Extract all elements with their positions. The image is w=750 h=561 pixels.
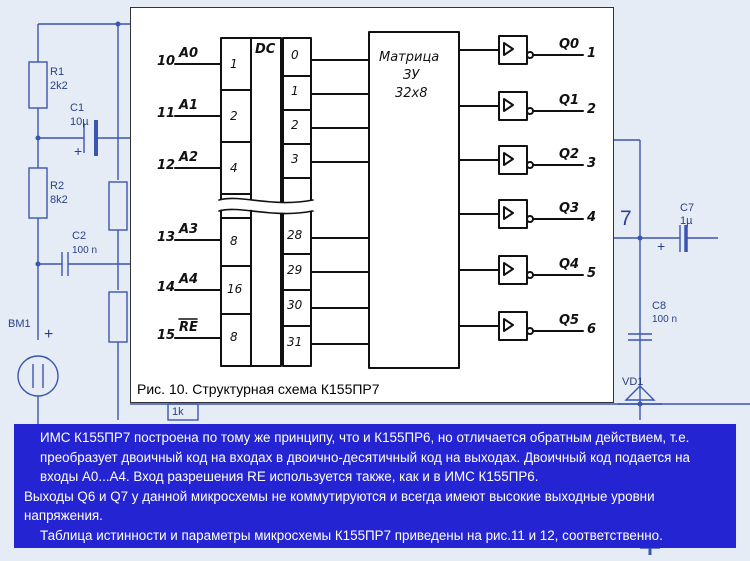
output-name-q2: Q2 xyxy=(559,147,580,162)
input-pin-a0: 10 xyxy=(157,54,176,69)
input-pin-a4: 14 xyxy=(157,280,176,295)
dc-output-1: 1 xyxy=(291,84,299,98)
resistor-1k-label: 1k xyxy=(172,406,184,418)
dc-output-3: 3 xyxy=(291,152,299,166)
input-signal-re: RE xyxy=(179,320,198,335)
dc-output-30: 30 xyxy=(287,298,303,312)
big-number-label: 7 xyxy=(620,207,632,230)
diagram-drawing xyxy=(174,31,584,369)
r2-value-label: 8k2 xyxy=(50,194,68,206)
matrix-label-line3: 32х8 xyxy=(395,86,428,101)
bm1-polarity-label: + xyxy=(44,326,54,343)
output-name-q0: Q0 xyxy=(559,37,580,52)
c1-polarity-label: + xyxy=(74,143,83,159)
output-pin-q3: 4 xyxy=(587,210,597,225)
c7-polarity-label: + xyxy=(657,238,666,254)
figure-caption: Рис. 10. Структурная схема К155ПР7 xyxy=(137,381,380,397)
matrix-label-line2: ЗУ xyxy=(403,68,420,83)
dc-output-29: 29 xyxy=(287,263,303,277)
description-paragraph-3: Таблица истинности и параметры микросхем… xyxy=(40,527,663,543)
input-pin-a3: 13 xyxy=(157,230,176,245)
output-pin-q4: 5 xyxy=(587,266,597,281)
c8-name-label: C8 xyxy=(652,300,667,312)
dc-output-2: 2 xyxy=(291,118,299,132)
input-signal-a2: A2 xyxy=(179,150,199,165)
dc-output-28: 28 xyxy=(287,228,303,242)
bm1-name-label: BM1 xyxy=(8,318,31,330)
description-paragraph-1: ИМС К155ПР7 построена по тому же принцип… xyxy=(40,430,690,485)
input-signal-a1: A1 xyxy=(179,98,199,113)
vd1-name-label: VD1 xyxy=(622,376,644,388)
output-name-q4: Q4 xyxy=(559,257,580,272)
output-name-q5: Q5 xyxy=(559,313,580,328)
c1-name-label: C1 xyxy=(70,102,85,114)
dc-input-1: 1 xyxy=(230,57,238,71)
output-pin-q1: 2 xyxy=(587,102,597,117)
description-panel: ИМС К155ПР7 построена по тому же принцип… xyxy=(14,424,736,548)
output-name-q1: Q1 xyxy=(559,93,580,108)
matrix-label-line1: Матрица xyxy=(379,50,440,65)
output-pin-q0: 1 xyxy=(587,46,597,61)
c8-value-label: 100 n xyxy=(652,314,678,325)
c2-name-label: C2 xyxy=(72,230,87,242)
c7-name-label: C7 xyxy=(680,202,695,214)
c2-value-label: 100 n xyxy=(72,245,98,256)
r1-name-label: R1 xyxy=(50,66,65,78)
c7-value-label: 1µ xyxy=(680,215,693,227)
input-signal-a0: A0 xyxy=(179,46,199,61)
r1-value-label: 2k2 xyxy=(50,80,68,92)
dc-label: DC xyxy=(255,42,276,57)
output-pin-q2: 3 xyxy=(587,156,597,171)
c1-value-label: 10µ xyxy=(70,116,89,128)
structure-diagram-figure: DC 10 A0 11 A1 12 A2 13 A3 14 A4 15 RE 1… xyxy=(130,7,614,403)
input-signal-a3: A3 xyxy=(179,222,199,237)
dc-output-0: 0 xyxy=(291,48,299,62)
dc-input-4: 4 xyxy=(230,161,238,175)
input-signal-a4: A4 xyxy=(179,272,199,287)
dc-input-2: 2 xyxy=(230,109,238,123)
output-name-q3: Q3 xyxy=(559,201,580,216)
dc-input-re: 8 xyxy=(230,330,238,344)
dc-input-16: 16 xyxy=(227,282,243,296)
dc-output-31: 31 xyxy=(287,335,303,349)
input-pin-a2: 12 xyxy=(157,158,176,173)
input-pin-re: 15 xyxy=(157,328,176,343)
output-pin-q5: 6 xyxy=(587,322,597,337)
description-paragraph-2: Выходы Q6 и Q7 у данной микросхемы не ко… xyxy=(24,488,655,524)
input-pin-a1: 11 xyxy=(157,106,176,121)
dc-input-8: 8 xyxy=(230,234,238,248)
r2-name-label: R2 xyxy=(50,180,65,192)
